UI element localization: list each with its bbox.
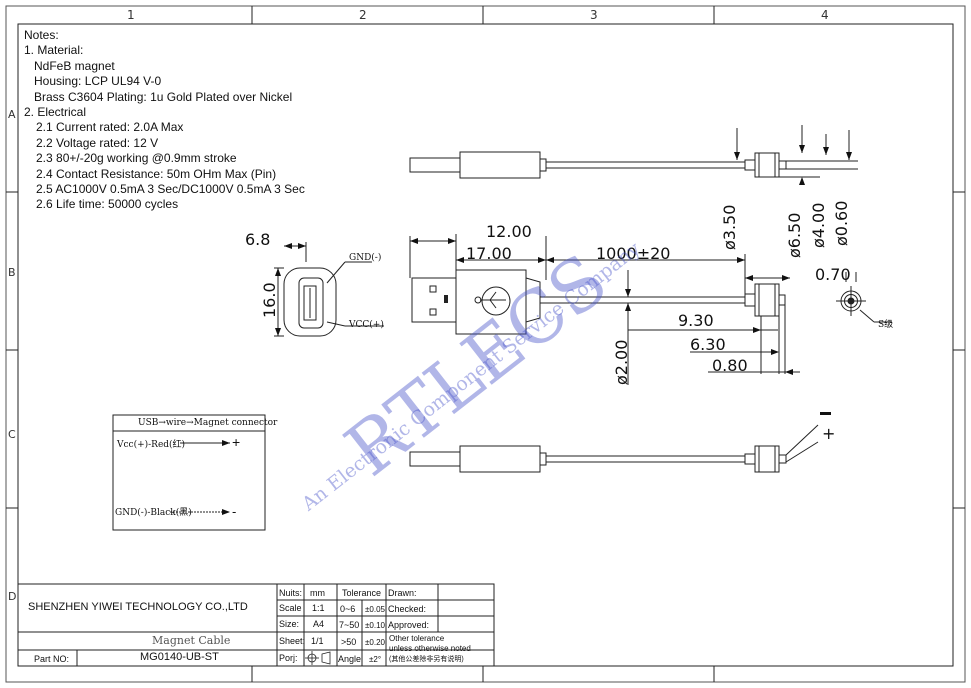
dimension-0-70: 0.70 <box>815 265 851 284</box>
s-grade-label: S级 <box>878 320 894 330</box>
dimension-0-80: 0.80 <box>712 356 748 375</box>
column-number: 3 <box>590 8 598 22</box>
dimension-17-00: 17.00 <box>466 244 512 263</box>
other-tolerance: Other tolerance <box>389 634 445 643</box>
dimension-dia-4-00: ø4.00 <box>809 202 828 248</box>
notes-block: Notes: 1. Material: NdFeB magnet Housing… <box>24 28 305 213</box>
wiring-gnd: GND(-)-Black(黑) <box>115 508 192 518</box>
notes-heading: Notes: <box>24 28 59 42</box>
tol-range: >50 <box>341 637 357 647</box>
tol-range: 7~50 <box>339 620 360 630</box>
approved-label: Approved: <box>388 620 430 630</box>
tol-value: ±0.05 <box>365 605 385 614</box>
dimension-dia-0-60: ø0.60 <box>832 200 851 246</box>
material-item: Housing: LCP UL94 V-0 <box>34 74 162 89</box>
part-no-value: MG0140-UB-ST <box>140 651 219 663</box>
gnd-label: GND(-) <box>349 253 382 263</box>
sheet-value: 1/1 <box>311 636 324 646</box>
electrical-item: 2.5 AC1000V 0.5mA 3 Sec/DC1000V 0.5mA 3 … <box>36 182 305 197</box>
scale-label: Scale <box>279 603 302 613</box>
angle-value: ±2° <box>369 655 382 664</box>
column-number: 2 <box>359 8 367 22</box>
electrical-item: 2.6 Life time: 50000 cycles <box>36 197 179 212</box>
electrical-item: 2.3 80+/-20g working @0.9mm stroke <box>36 151 237 166</box>
dimension-12-00: 12.00 <box>486 222 532 241</box>
sheet-label: Sheet: <box>279 636 306 646</box>
dimension-dia-3-50: ø3.50 <box>720 204 739 250</box>
units-value: mm <box>310 588 325 598</box>
row-letter: C <box>8 428 16 441</box>
row-letter: B <box>8 266 16 279</box>
unless-noted: unless otherwise noted <box>389 644 471 653</box>
size-label: Size: <box>279 619 300 629</box>
chinese-note: (其他公差除非另有说明) <box>389 656 464 663</box>
checked-label: Checked: <box>388 604 427 614</box>
material-item: Brass C3604 Plating: 1u Gold Plated over… <box>34 89 293 104</box>
dimension-1000: 1000±20 <box>596 244 671 263</box>
electrical-title: 2. Electrical <box>24 105 87 120</box>
tol-range: 0~6 <box>340 604 356 614</box>
row-letter: D <box>8 590 17 603</box>
tol-value: ±0.20 <box>365 638 385 647</box>
plus-label: + <box>822 424 836 443</box>
angle-label: Angle <box>338 654 362 664</box>
drawn-label: Drawn: <box>388 588 417 598</box>
scale-value: 1:1 <box>312 603 325 613</box>
dimension-dia-2-00: ø2.00 <box>612 339 631 385</box>
wiring-vcc: Vcc(+)-Red(红) <box>117 440 186 450</box>
company-name: SHENZHEN YIWEI TECHNOLOGY CO.,LTD <box>28 601 248 613</box>
material-item: NdFeB magnet <box>34 58 115 73</box>
dimension-6-8: 6.8 <box>245 230 271 249</box>
dimension-16-0: 16.0 <box>260 282 279 318</box>
wiring-title: USB→wire→Magnet connector <box>138 418 278 428</box>
size-value: A4 <box>313 619 325 629</box>
dimension-dia-6-50: ø6.50 <box>785 212 804 258</box>
dimension-9-30: 9.30 <box>678 311 714 330</box>
dimension-6-30: 6.30 <box>690 335 726 354</box>
vcc-label: VCC(+) <box>349 320 384 330</box>
column-number: 4 <box>821 8 829 22</box>
electrical-item: 2.4 Contact Resistance: 50m OHm Max (Pin… <box>36 166 277 181</box>
product-name: Magnet Cable <box>152 634 231 647</box>
electrical-item: 2.1 Current rated: 2.0A Max <box>36 120 184 135</box>
material-title: 1. Material: <box>24 43 84 58</box>
tol-value: ±0.10 <box>365 621 385 630</box>
wiring-gnd-sign: - <box>232 504 237 519</box>
wiring-vcc-sign: + <box>232 434 241 450</box>
units-label: Nuits: <box>279 588 303 598</box>
projection-label: Porj: <box>279 653 298 663</box>
electrical-item: 2.2 Voltage rated: 12 V <box>36 135 159 150</box>
column-number: 1 <box>127 8 135 22</box>
tolerance-label: Tolerance <box>342 588 382 598</box>
row-letter: A <box>8 108 16 121</box>
part-no-label: Part NO: <box>34 654 70 664</box>
